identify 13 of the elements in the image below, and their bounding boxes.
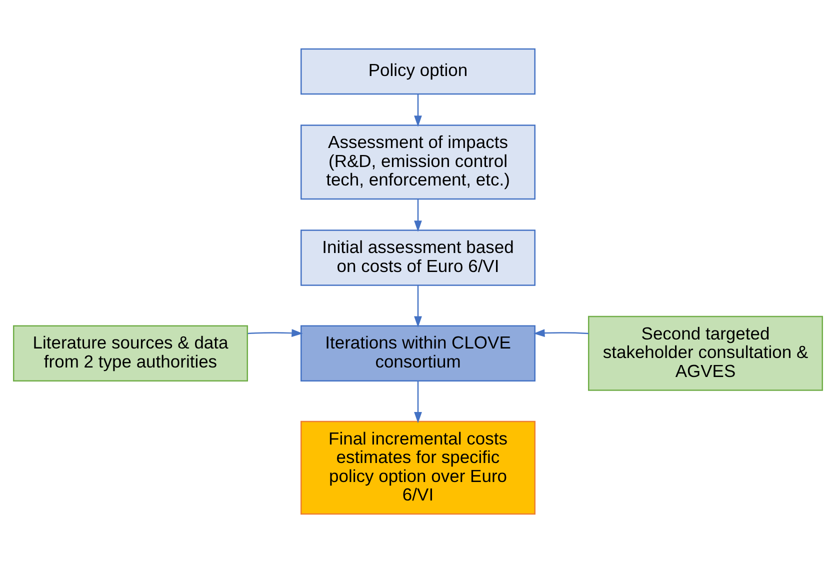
node-box: Initial assessment based on costs of Euro 6/VI bbox=[300, 229, 536, 286]
arrow bbox=[414, 94, 422, 126]
node-box: Second targeted stakeholder consultation & AGVES bbox=[588, 315, 823, 390]
node-box: Iterations within CLOVE consortium bbox=[300, 324, 536, 381]
arrow bbox=[533, 328, 589, 336]
node-box: Policy option bbox=[300, 48, 536, 94]
node-box: Literature sources & data from 2 type authorities bbox=[13, 324, 248, 381]
arrow bbox=[248, 328, 303, 336]
node-box: Final incremental costs estimates for specific policy option over Euro 6/VI bbox=[300, 420, 536, 514]
arrow bbox=[414, 380, 422, 423]
arrow bbox=[414, 198, 422, 232]
arrow bbox=[414, 284, 422, 328]
node-box: Assessment of impacts (R&D, emission control tech, enforcement, etc.) bbox=[300, 124, 536, 200]
